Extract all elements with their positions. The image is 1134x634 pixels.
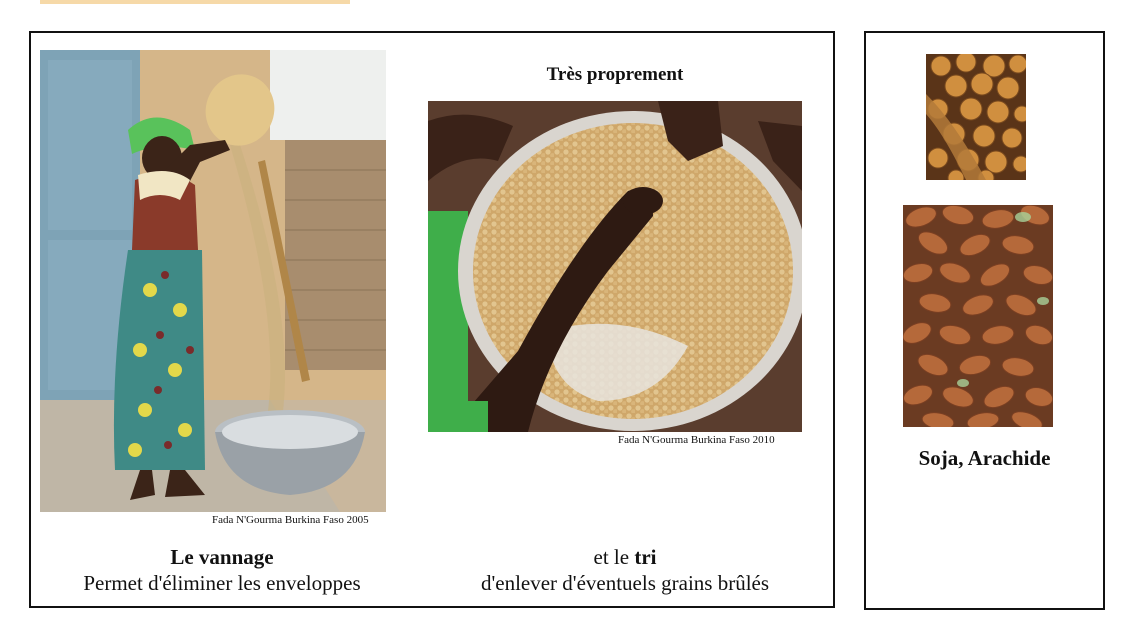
caption-winnowing: Le vannage Permet d'éliminer les envelop… xyxy=(40,544,404,596)
caption-winnowing-text: Permet d'éliminer les enveloppes xyxy=(83,571,361,595)
caption-sorting-text: d'enlever d'éventuels grains brûlés xyxy=(480,571,770,595)
winnowing-photo xyxy=(40,50,386,512)
caption-winnowing-title: Le vannage xyxy=(170,545,274,569)
sorting-tray-photo xyxy=(428,101,802,432)
top-accent-strip xyxy=(40,0,350,4)
side-title: Soja, Arachide xyxy=(918,446,1051,470)
caption-sorting-prefix: et le xyxy=(593,545,635,569)
soybeans-photo xyxy=(926,54,1026,180)
photo-credit-2005: Fada N'Gourma Burkina Faso 2005 xyxy=(212,514,369,526)
tray-heading: Très proprement xyxy=(546,64,684,85)
photo-credit-2010: Fada N'Gourma Burkina Faso 2010 xyxy=(618,434,775,446)
peanuts-photo xyxy=(903,205,1053,427)
side-panel xyxy=(864,31,1105,610)
caption-sorting: et le tri d'enlever d'éventuels grains b… xyxy=(440,544,810,596)
caption-sorting-bold: tri xyxy=(634,545,657,569)
main-panel xyxy=(29,31,835,608)
